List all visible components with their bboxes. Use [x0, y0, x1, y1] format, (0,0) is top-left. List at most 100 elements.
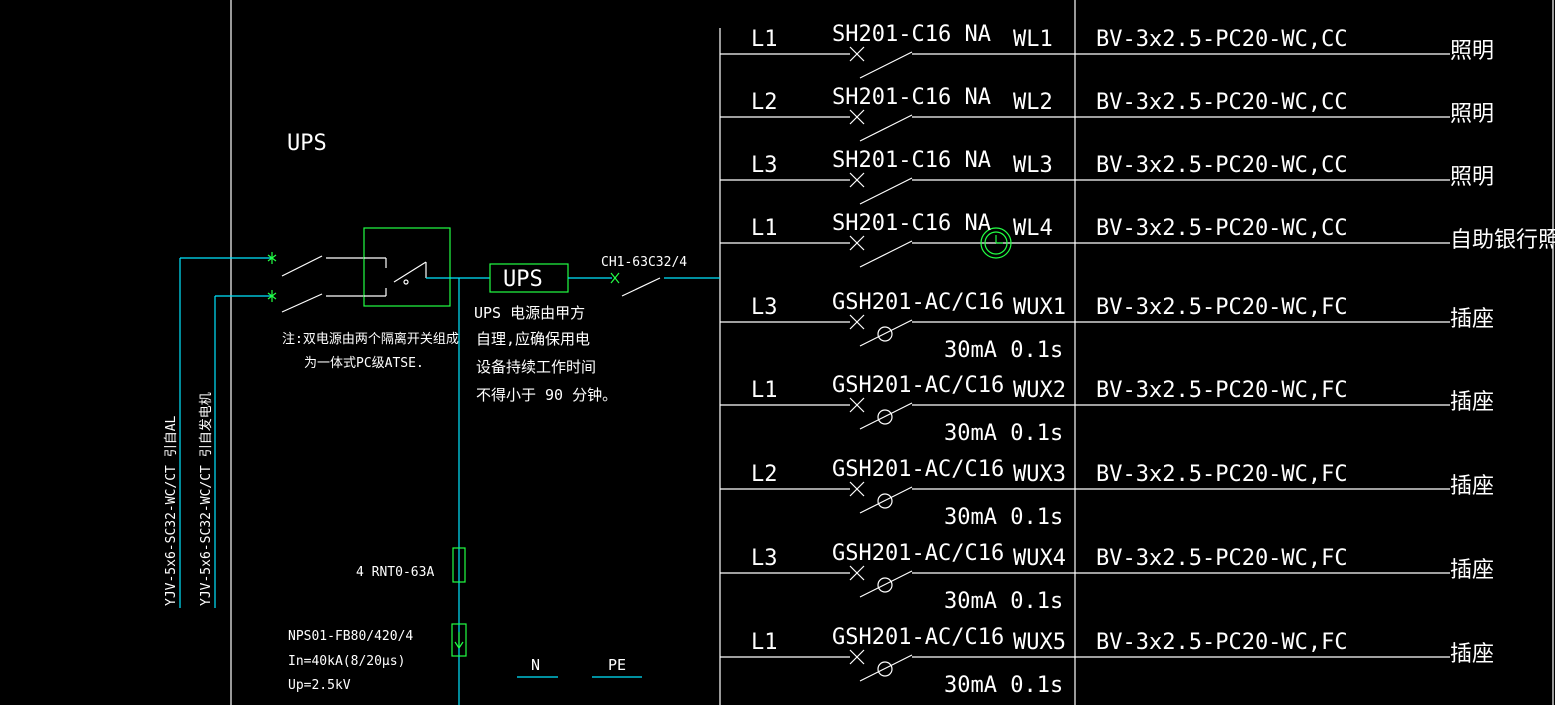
circuit-id: WUX5: [1013, 630, 1066, 655]
circuit-load: 自助银行照明: [1450, 228, 1555, 253]
atse-box: [363, 227, 451, 307]
circuit-cable: BV-3x2.5-PC20-WC,CC: [1096, 27, 1348, 52]
circuit-id: WUX1: [1013, 295, 1066, 320]
circuit-breaker-model: GSH201-AC/C16: [832, 373, 1004, 398]
circuit-load: 照明: [1450, 39, 1494, 64]
ups-note-line1: UPS 电源由甲方: [474, 304, 585, 322]
circuit-row-WL4: L1 SH201-C16 NA WL4 BV-3x2.5-PC20-WC,CC 自助银行…: [720, 211, 1555, 268]
breaker-blade: [859, 240, 913, 268]
circuit-row-WUX1: L3 GSH201-AC/C16 WUX1 BV-3x2.5-PC20-WC,FC 插座…: [720, 290, 1494, 363]
circuit-breaker-model: GSH201-AC/C16: [832, 290, 1004, 315]
breaker-cross: [849, 649, 865, 665]
circuit-breaker-model: SH201-C16 NA: [832, 85, 991, 110]
fuse-symbol: [452, 547, 466, 583]
circuit-load: 插座: [1450, 474, 1494, 499]
circuit-id: WUX3: [1013, 462, 1066, 487]
circuit-cable: BV-3x2.5-PC20-WC,CC: [1096, 216, 1348, 241]
circuit-id: WL1: [1013, 27, 1053, 52]
rcd-symbol: [877, 493, 893, 509]
circuit-row-WL1: L1 SH201-C16 NA WL1 BV-3x2.5-PC20-WC,CC 照明: [720, 22, 1494, 79]
breaker-blade: [859, 114, 913, 142]
circuit-load: 照明: [1450, 165, 1494, 190]
isolator-switch-2: [267, 290, 364, 313]
circuit-rcd-rating: 30mA 0.1s: [944, 673, 1063, 698]
circuit-breaker-model: SH201-C16 NA: [832, 148, 991, 173]
circuit-load: 插座: [1450, 390, 1494, 415]
circuit-id: WUX2: [1013, 378, 1066, 403]
circuit-phase: L2: [751, 462, 778, 487]
timer-outer: [980, 227, 1012, 259]
breaker-cross: [849, 46, 865, 62]
atse-note-line2: 为一体式PC级ATSE.: [304, 356, 424, 371]
breaker-cross: [849, 481, 865, 497]
breaker-blade: [859, 402, 913, 430]
circuit-phase: L1: [751, 378, 778, 403]
circuit-row-WUX4: L3 GSH201-AC/C16 WUX4 BV-3x2.5-PC20-WC,FC 插座…: [720, 541, 1494, 614]
spd-symbol: [451, 623, 467, 657]
ups-note-line4: 不得小于 90 分钟。: [476, 386, 617, 404]
circuit-load: 插座: [1450, 642, 1494, 667]
fuse-label: 4 RNT0-63A: [356, 565, 434, 580]
incoming-cable-2-label: YJV-5x6-SC32-WC/CT 引自发电机: [198, 392, 214, 606]
breaker-cross: [849, 314, 865, 330]
main-breaker-label: CH1-63C32/4: [601, 255, 687, 270]
rcd-symbol: [877, 326, 893, 342]
timer-icon: [980, 227, 1012, 259]
circuit-breaker-model: GSH201-AC/C16: [832, 625, 1004, 650]
circuit-rcd-rating: 30mA 0.1s: [944, 338, 1063, 363]
circuit-cable: BV-3x2.5-PC20-WC,FC: [1096, 462, 1348, 487]
circuit-phase: L3: [751, 546, 778, 571]
breaker-cross: [849, 397, 865, 413]
circuit-cable: BV-3x2.5-PC20-WC,FC: [1096, 295, 1348, 320]
rcd-symbol: [877, 577, 893, 593]
circuit-rcd-rating: 30mA 0.1s: [944, 589, 1063, 614]
circuit-load: 插座: [1450, 558, 1494, 583]
circuit-rcd-rating: 30mA 0.1s: [944, 505, 1063, 530]
breaker-cross: [849, 109, 865, 125]
circuit-cable: BV-3x2.5-PC20-WC,FC: [1096, 546, 1348, 571]
bus-pe-label: PE: [608, 656, 626, 674]
circuit-load: 照明: [1450, 102, 1494, 127]
circuit-breaker-model: SH201-C16 NA: [832, 22, 991, 47]
breaker-blade: [859, 570, 913, 598]
ups-note-line3: 设备持续工作时间: [476, 358, 596, 376]
spd-label-2: In=40kA(8/20μs): [288, 654, 405, 669]
circuit-phase: L1: [751, 27, 778, 52]
circuit-phase: L3: [751, 295, 778, 320]
breaker-cross: [849, 172, 865, 188]
circuit-breaker-model: SH201-C16 NA: [832, 211, 991, 236]
breaker-blade: [859, 177, 913, 205]
circuit-phase: L1: [751, 216, 778, 241]
circuit-id: WL4: [1013, 216, 1053, 241]
circuit-breaker-model: GSH201-AC/C16: [832, 541, 1004, 566]
circuit-phase: L1: [751, 630, 778, 655]
ups-box-label: UPS: [503, 267, 543, 292]
spd-label-3: Up=2.5kV: [288, 678, 351, 693]
circuit-row-WUX5: L1 GSH201-AC/C16 WUX5 BV-3x2.5-PC20-WC,FC 插座…: [720, 625, 1494, 698]
bus-n-label: N: [531, 656, 540, 674]
main-breaker: [610, 272, 720, 297]
atse-switch-symbol: [364, 257, 427, 297]
circuit-id: WL2: [1013, 90, 1053, 115]
diagram-title: UPS: [287, 131, 327, 156]
circuit-phase: L3: [751, 153, 778, 178]
circuit-cable: BV-3x2.5-PC20-WC,CC: [1096, 153, 1348, 178]
circuit-cable: BV-3x2.5-PC20-WC,FC: [1096, 630, 1348, 655]
circuit-id: WUX4: [1013, 546, 1066, 571]
circuit-cable: BV-3x2.5-PC20-WC,FC: [1096, 378, 1348, 403]
circuit-cable: BV-3x2.5-PC20-WC,CC: [1096, 90, 1348, 115]
breaker-blade: [859, 654, 913, 682]
isolator-switch-1: [267, 252, 364, 277]
circuit-load: 插座: [1450, 307, 1494, 332]
circuit-row-WUX2: L1 GSH201-AC/C16 WUX2 BV-3x2.5-PC20-WC,FC 插座…: [720, 373, 1494, 446]
spd-label-1: NPS01-FB80/420/4: [288, 629, 413, 644]
breaker-cross: [849, 235, 865, 251]
incoming-cable-1-label: YJV-5x6-SC32-WC/CT 引自AL: [164, 415, 179, 606]
rcd-symbol: [877, 409, 893, 425]
ups-note-line2: 自理,应确保用电: [476, 330, 590, 348]
